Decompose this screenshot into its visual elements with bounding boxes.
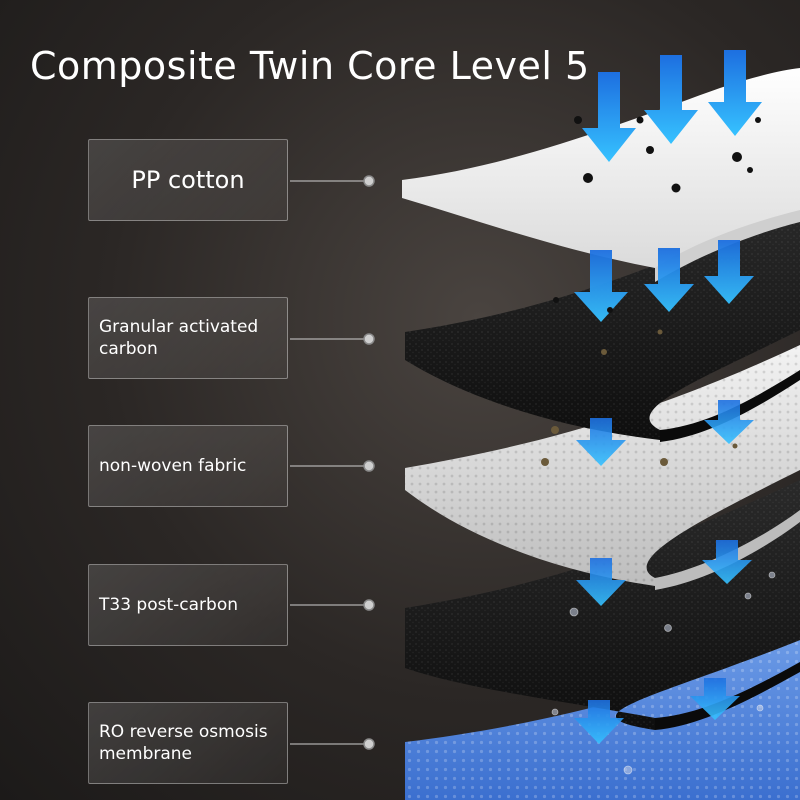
label-activated-carbon: Granular activated carbon	[88, 297, 288, 379]
label-pp-cotton-text: PP cotton	[131, 166, 245, 194]
label-ro-membrane: RO reverse osmosis membrane	[88, 702, 288, 784]
carbon-particles	[541, 329, 738, 466]
arrows-middle-2	[576, 400, 754, 466]
pp-cotton-layer	[402, 68, 800, 282]
connector-lines	[290, 180, 364, 745]
non-woven-layer	[405, 345, 800, 590]
arrows-middle-1	[574, 240, 754, 322]
label-non-woven: non-woven fabric	[88, 425, 288, 507]
label-post-carbon-text: T33 post-carbon	[99, 595, 238, 615]
label-non-woven-text: non-woven fabric	[99, 456, 247, 476]
page-title: Composite Twin Core Level 5	[30, 44, 590, 88]
label-pp-cotton: PP cotton	[88, 139, 288, 221]
post-carbon-layer	[405, 480, 800, 730]
arrows-middle-3	[576, 540, 752, 606]
water-droplets	[551, 571, 776, 775]
impurity-particles	[553, 116, 761, 313]
connector-dots	[363, 175, 375, 750]
label-post-carbon: T33 post-carbon	[88, 564, 288, 646]
label-activated-carbon-text: Granular activated carbon	[99, 317, 259, 359]
label-ro-membrane-text: RO reverse osmosis membrane	[99, 722, 268, 764]
arrows-bottom	[574, 678, 740, 744]
arrows-top	[582, 50, 762, 162]
